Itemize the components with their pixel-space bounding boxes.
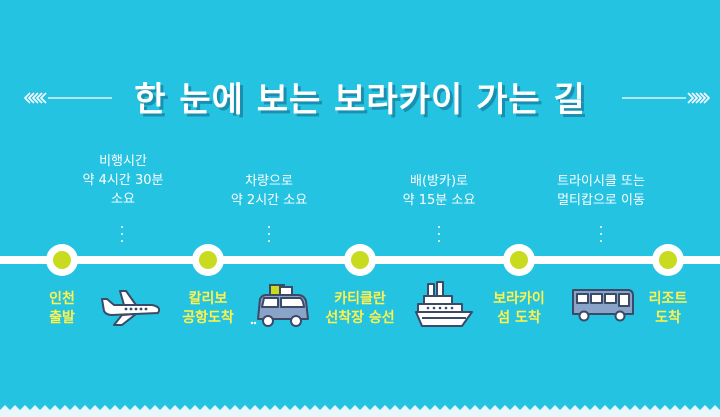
stop-label-line: 칼리보 [188, 291, 228, 307]
timeline-node [46, 244, 78, 276]
leg-note-line: 비행시간 [99, 154, 147, 169]
stop-label-line: 공항도착 [182, 310, 234, 326]
timeline-node [652, 244, 684, 276]
stop-label-line: 리조트 [648, 291, 688, 307]
stop-label-resort: 리조트 도착 [618, 290, 718, 328]
stop-label-line: 카티클란 [334, 291, 386, 307]
stop-label-line: 출발 [49, 310, 75, 326]
leg-note-car: 차량으로 약 2시간 소요 [189, 172, 349, 210]
right-arrow-decoration [622, 92, 710, 104]
leg-note-line: 멀티캅으로 이동 [557, 193, 645, 208]
leg-note-line: 배(방카)로 [410, 174, 468, 189]
stop-label-line: 인천 [49, 291, 75, 307]
zigzag-border-decoration [0, 405, 720, 417]
stop-label-kalibo: 칼리보 공항도착 [158, 290, 258, 328]
leg-note-line: 차량으로 [245, 174, 293, 189]
dotted-connector [120, 226, 124, 246]
dotted-connector [437, 226, 441, 246]
leg-note-line: 트라이시클 또는 [557, 174, 645, 189]
leg-note-line: 약 4시간 30분 [82, 173, 164, 188]
leg-note-bus: 트라이시클 또는 멀티캅으로 이동 [521, 172, 681, 210]
leg-note-flight: 비행시간 약 4시간 30분 소요 [43, 152, 203, 209]
stop-label-boracay: 보라카이 섬 도착 [469, 290, 569, 328]
airplane-icon [101, 290, 161, 326]
leg-note-ship: 배(방카)로 약 15분 소요 [359, 172, 519, 210]
car-icon [250, 284, 309, 327]
stop-label-line: 선착장 승선 [325, 310, 395, 326]
timeline-node [192, 244, 224, 276]
timeline-node [344, 244, 376, 276]
dotted-connector [267, 226, 271, 246]
timeline-node [503, 244, 535, 276]
bus-icon [572, 289, 634, 322]
stop-label-incheon: 인천 출발 [12, 290, 112, 328]
stop-label-line: 보라카이 [493, 291, 545, 307]
stop-label-line: 섬 도착 [497, 310, 541, 326]
leg-note-line: 약 2시간 소요 [230, 193, 308, 208]
page-title: 한 눈에 보는 보라카이 가는 길 [134, 80, 586, 120]
ship-icon [415, 281, 473, 327]
stop-label-line: 도착 [655, 310, 681, 326]
dotted-connector [599, 226, 603, 246]
stop-label-caticlan: 카티클란 선착장 승선 [310, 290, 410, 328]
left-arrow-decoration [24, 92, 112, 104]
leg-note-line: 약 15분 소요 [402, 193, 476, 208]
leg-note-line: 소요 [111, 192, 135, 207]
